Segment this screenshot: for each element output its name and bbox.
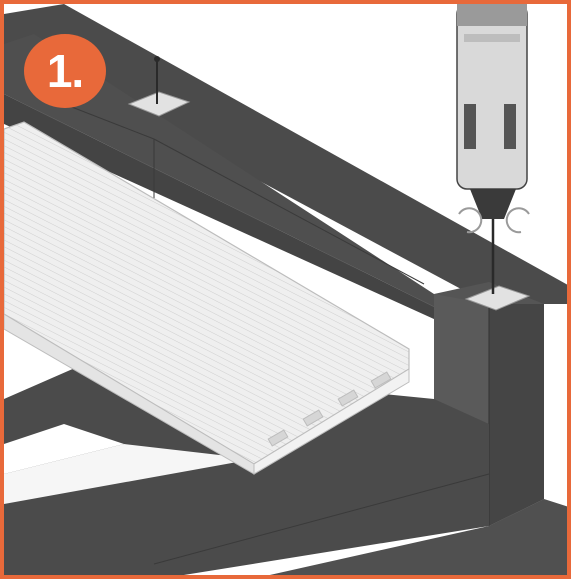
rotation-arrows-icon [458,207,530,234]
fastening-clip-icon [464,285,531,311]
step-badge-circle [24,34,106,108]
joist-seams [63,103,425,285]
deck-board [4,121,410,475]
fastening-clip-icon [127,91,191,117]
step-number: 1. [46,45,84,97]
step-badge: 1. [24,34,106,108]
screw-icon [154,56,160,104]
drill-icon [456,4,528,294]
assembly-illustration [4,4,567,575]
left-joist [4,34,489,344]
rear-joist [4,4,567,304]
